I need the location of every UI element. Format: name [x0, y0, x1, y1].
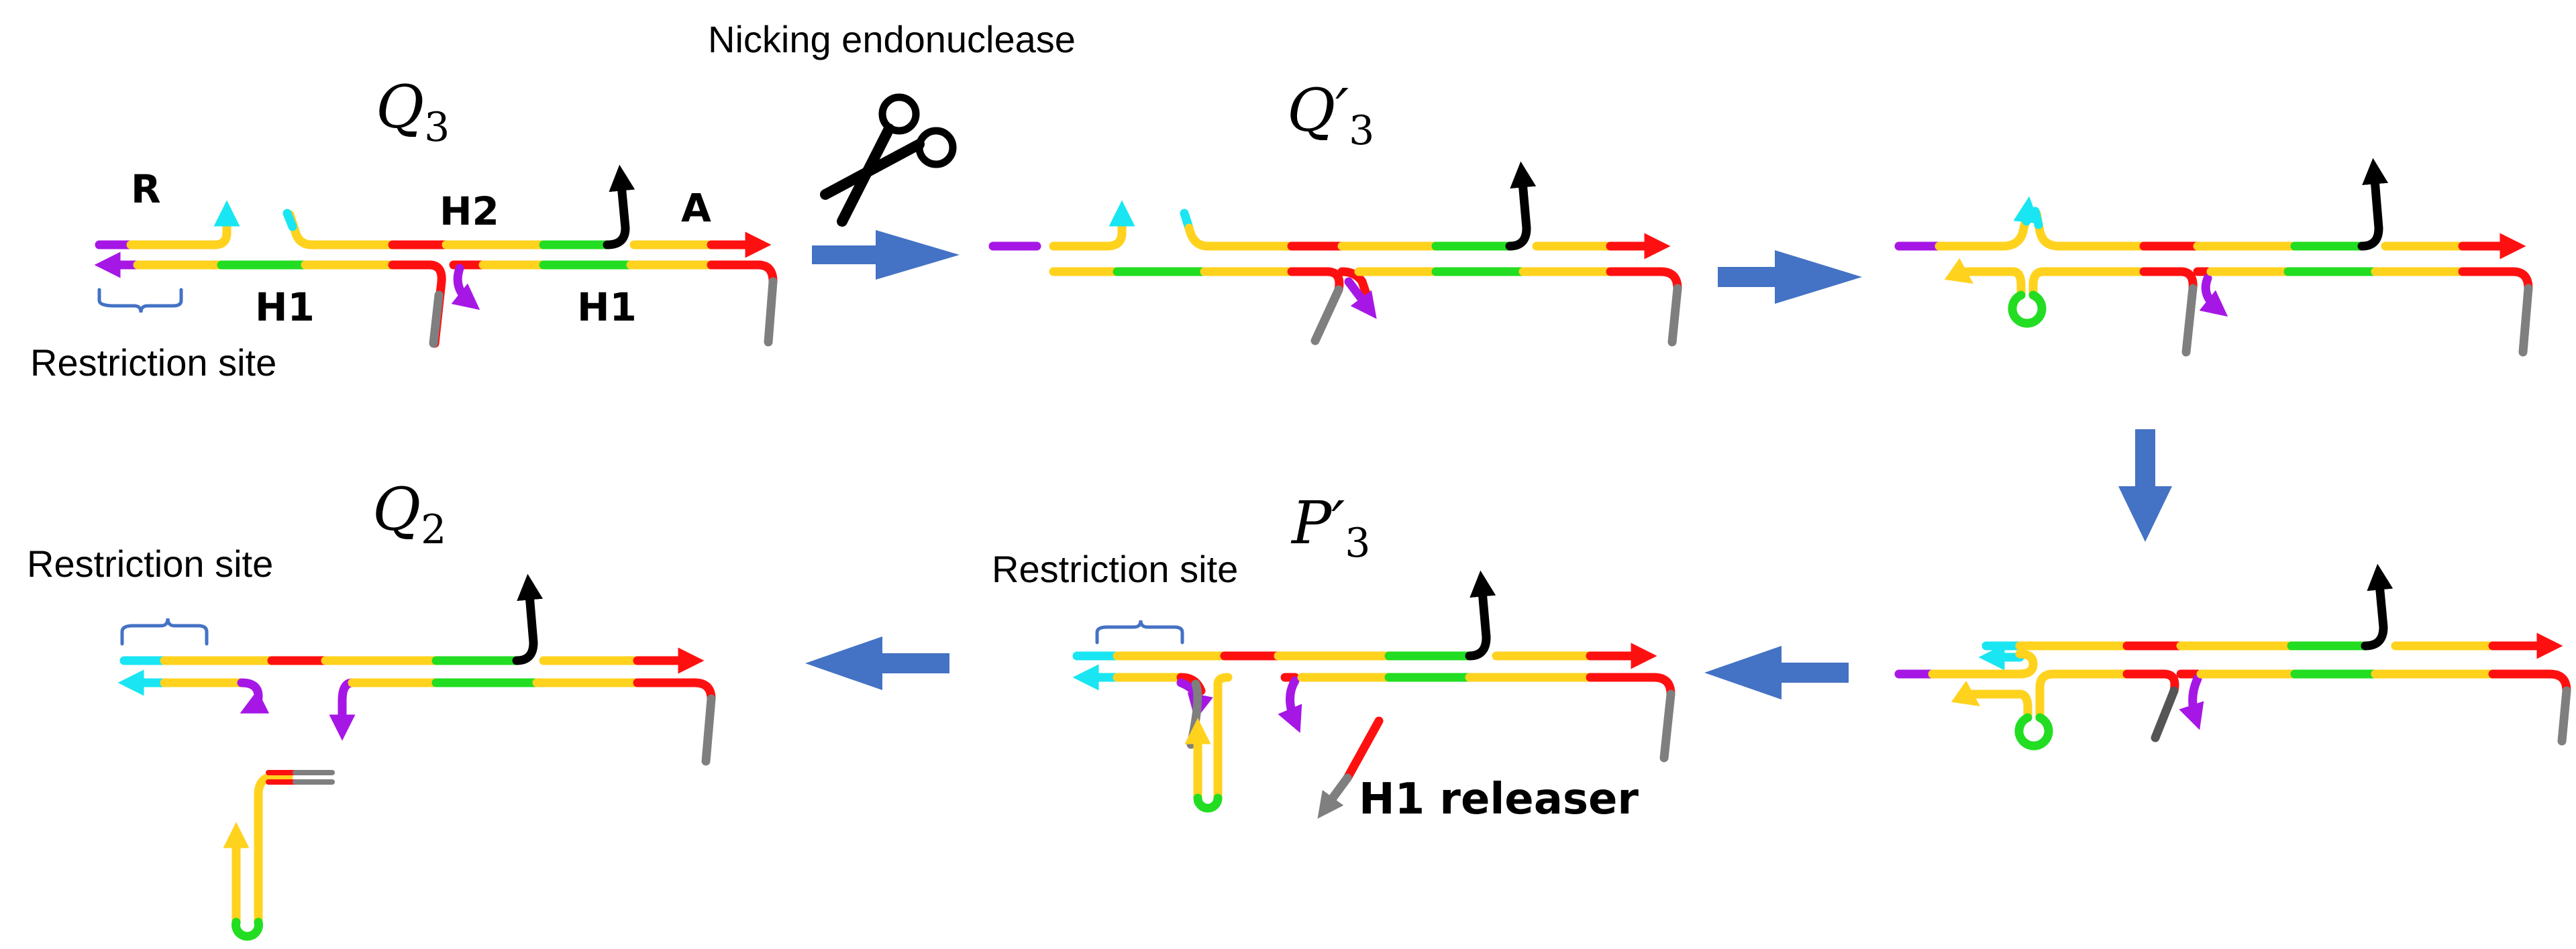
strand-end-arrow	[603, 164, 635, 249]
strand-segment	[2151, 686, 2179, 742]
strand-segment	[1213, 673, 1233, 803]
strand-segment	[285, 210, 397, 249]
strand-segment	[2015, 689, 2032, 722]
strand-segment	[2035, 669, 2058, 722]
strand-segment	[2032, 209, 2149, 251]
right-arrow-icon	[812, 230, 960, 280]
segment-label-a: A	[681, 185, 711, 231]
strand-end-arrow	[1465, 570, 1496, 661]
strand-segment	[429, 290, 444, 348]
strand-segment	[1928, 649, 2038, 679]
hairpin-loop	[231, 917, 263, 941]
hairpin-loop	[2008, 290, 2047, 328]
strand-end-arrow	[2179, 674, 2204, 730]
strand-segment	[1606, 267, 1682, 293]
panel-hairpin-opening	[1894, 158, 2533, 357]
restriction-site-label-top: Restriction site	[30, 341, 276, 384]
strand-end-arrow	[1944, 258, 2018, 284]
h1-releaser-label: H1 releaser	[1359, 775, 1639, 824]
strand-segment	[388, 260, 446, 348]
strand-segment	[2122, 669, 2179, 695]
strand-segment	[1586, 673, 1676, 699]
strand-end-arrow	[1951, 680, 2024, 707]
h1-releaser-strand	[1343, 716, 1384, 783]
panel-p3-prime	[1072, 570, 1676, 819]
restriction-brace	[120, 618, 209, 646]
panel-q3-labels: Q3 R H2 A H1 H1 Restriction site	[30, 72, 711, 384]
panel-invasion	[1894, 563, 2571, 750]
strand-segment	[254, 772, 293, 927]
state-label-q3-prime: Q′3	[1287, 76, 1374, 154]
strand-segment	[1337, 267, 1374, 306]
strand-end-arrow	[451, 264, 480, 311]
panel-q3	[94, 164, 778, 348]
strand-end-arrow	[512, 573, 544, 665]
restriction-brace	[1095, 620, 1184, 645]
strand-segment	[1184, 223, 1296, 251]
strand-segment	[1667, 284, 1682, 347]
strand-segment	[282, 209, 297, 231]
strand-segment	[633, 678, 716, 704]
down-arrow-icon	[2118, 429, 2172, 542]
state-label-q3: Q3	[376, 72, 450, 151]
panel-q2	[117, 573, 716, 941]
strand-end-arrow	[329, 678, 357, 741]
strand-end-arrow	[2357, 158, 2389, 251]
strand-segment	[1310, 285, 1343, 345]
segment-label-h1-left: H1	[255, 284, 315, 330]
segment-label-r: R	[131, 166, 161, 212]
strand-end-arrow	[1344, 277, 1377, 319]
strand-segment	[126, 211, 231, 249]
strand-end-arrow	[1505, 161, 1537, 251]
strand-segment	[2030, 207, 2043, 229]
state-label-p3-prime: P′3	[1290, 488, 1370, 567]
strand-segment	[2181, 284, 2198, 357]
strand-end-arrow	[2013, 196, 2040, 226]
left-arrow-icon	[1704, 646, 1849, 700]
restriction-site-label-q2: Restriction site	[27, 543, 273, 585]
hairpin-loop	[1193, 793, 1223, 813]
strand-segment	[1287, 267, 1344, 294]
strand-end-arrow	[2199, 274, 2228, 317]
strand-segment	[2557, 686, 2571, 746]
strand-segment	[707, 260, 778, 286]
h1-releaser-strand	[1317, 773, 1352, 819]
restriction-site-label-p3: Restriction site	[992, 548, 1238, 590]
strand-end-arrow	[1278, 676, 1302, 733]
strand-end-arrow	[237, 678, 270, 714]
strand-segment	[2518, 284, 2533, 357]
strand-end-arrow	[2361, 563, 2393, 651]
strand-segment	[2139, 267, 2198, 293]
hairpin-loop	[2014, 713, 2053, 750]
strand-segment	[2488, 669, 2571, 695]
strand-segment	[764, 277, 778, 347]
panel-q3-prime	[988, 161, 1682, 347]
left-arrow-icon	[805, 636, 949, 690]
strand-segment	[1998, 209, 2032, 251]
strand-segment	[2458, 267, 2533, 293]
restriction-brace	[97, 288, 183, 313]
strand-segment	[701, 694, 716, 766]
segment-label-h1-right: H1	[577, 284, 637, 330]
segment-label-h2: H2	[440, 188, 499, 234]
strand-segment	[1659, 689, 1676, 763]
enzyme-label: Nicking endonuclease	[708, 18, 1076, 60]
strand-segment	[2008, 267, 2026, 300]
strand-segment	[1102, 213, 1127, 251]
state-label-q2: Q2	[372, 475, 446, 553]
right-arrow-icon	[1718, 250, 1862, 304]
scissors-icon	[820, 93, 957, 227]
